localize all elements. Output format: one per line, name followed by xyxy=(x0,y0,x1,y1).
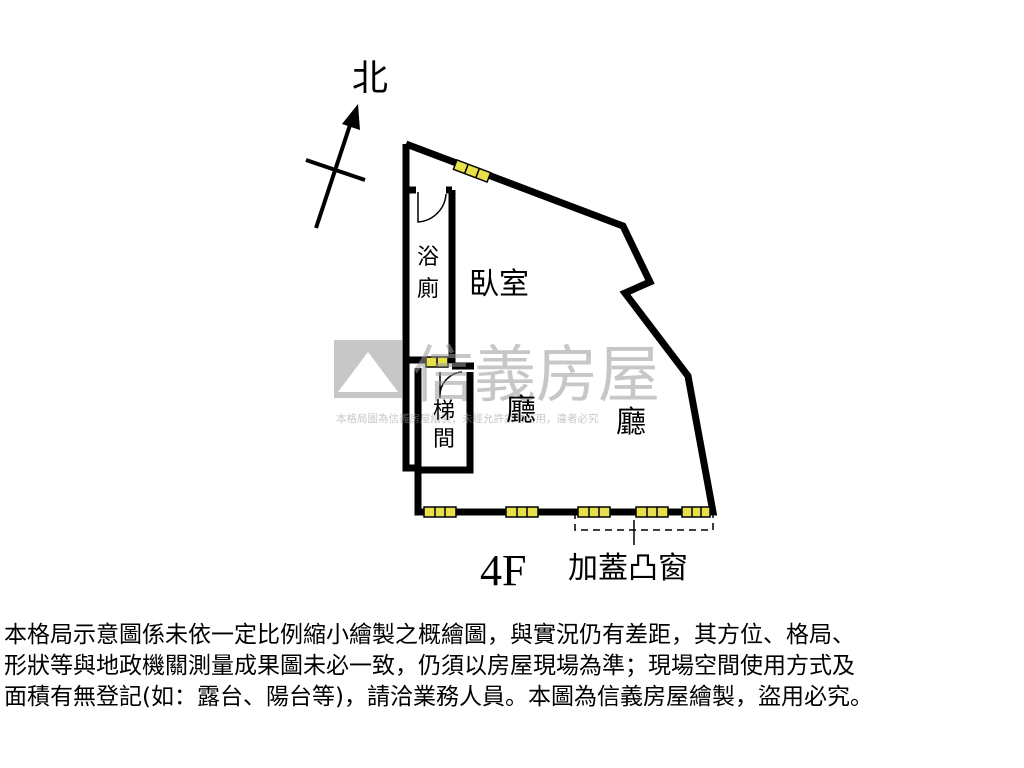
compass-shaft xyxy=(314,124,352,229)
walls xyxy=(402,140,718,516)
window-icon xyxy=(635,506,669,518)
stairwell-label-line1: 梯 xyxy=(433,399,455,424)
stairwell-wall xyxy=(414,368,474,474)
disclaimer-line: 形狀等與地政機關測量成果圖未必一致，仍須以房屋現場為準；現場空間使用方式及 xyxy=(4,653,855,679)
disclaimer-line: 面積有無登記(如：露台、陽台等)，請洽業務人員。本圖為信義房屋繪製，盜用必究。 xyxy=(4,684,873,710)
watermark-logo-mark xyxy=(338,352,398,392)
window-icon xyxy=(577,506,611,518)
bay-window-label: 加蓋凸窗 xyxy=(568,551,688,586)
bathroom-label-line1: 浴 xyxy=(417,245,439,270)
north-compass: 北 xyxy=(305,58,388,229)
north-arrow-icon xyxy=(342,104,360,130)
window-icon xyxy=(423,506,457,518)
bay-window-bracket xyxy=(574,512,714,545)
living-room-label-right: 廳 xyxy=(616,405,646,440)
bathroom-door-icon xyxy=(417,192,447,223)
stairwell-label-line2: 間 xyxy=(433,427,455,452)
disclaimer-line: 本格局示意圖係未依一定比例縮小繪製之概繪圖，與實況仍有差距，其方位、格局、 xyxy=(4,622,855,648)
disclaimer: 本格局示意圖係未依一定比例縮小繪製之概繪圖，與實況仍有差距，其方位、格局、 形狀… xyxy=(4,620,1020,713)
compass-north-label: 北 xyxy=(352,58,388,99)
window-icon xyxy=(425,356,449,368)
floor-label: 4F xyxy=(480,546,526,595)
doors xyxy=(417,192,463,399)
windows xyxy=(423,158,711,518)
stairwell-door-icon xyxy=(439,371,463,399)
bathroom-label-line2: 廁 xyxy=(417,277,439,302)
window-icon xyxy=(681,506,711,518)
bedroom-label: 臥室 xyxy=(469,267,529,302)
watermark-notice: 本格局圖為信義房屋繪製，未經允許請勿盜用，違者必究 xyxy=(336,412,599,425)
watermark: 信義房屋 本格局圖為信義房屋繪製，未經允許請勿盜用，違者必究 xyxy=(334,338,660,425)
living-room-label-left: 廳 xyxy=(506,393,536,428)
window-icon xyxy=(505,506,539,518)
outer-wall xyxy=(402,140,718,516)
watermark-brand: 信義房屋 xyxy=(412,338,660,411)
bathroom-wall xyxy=(406,190,456,364)
window-icon xyxy=(452,158,492,184)
